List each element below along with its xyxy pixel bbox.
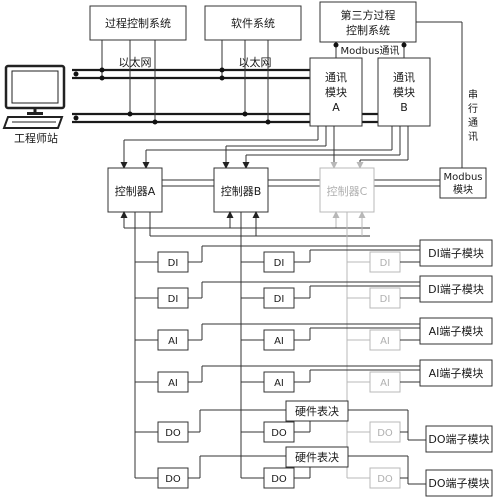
comm-module-a-label-3: A [332,101,340,114]
controller-c-box [319,167,375,213]
controller-a-io-label: DO [165,428,181,439]
io-row-1: DI DI DI DI端子模块 [135,239,493,273]
modbus-module-box [439,167,487,199]
comm-module-b-label-1: 通讯 [393,71,415,84]
serial-comm-char-1: 串 [468,89,478,101]
terminal-module-box [419,317,493,345]
hardware-voting-box [285,446,349,468]
comm-module-b-label-3: B [400,101,408,114]
comm-module-a-label-1: 通讯 [325,71,347,84]
comm-module-a-box [309,57,363,127]
io-row-6: DO DO DO 硬件表决 DO端子模块 [135,446,493,497]
controller-c-io-label: DO [377,428,393,439]
modbus-comm-label: Modbus通讯 [341,45,400,57]
controller-c-io-label: DI [380,258,391,269]
software-system-label: 软件系统 [231,16,275,30]
controller-a-io-label: AI [168,336,178,347]
modbus-module-label-2: 模块 [453,184,473,196]
controller-b-box [213,167,269,213]
controller-b-label: 控制器B [221,184,262,198]
io-bus-return-wires [120,211,370,237]
terminal-module-label: DO端子模块 [428,477,489,490]
ethernet-label-left: 以太网 [119,56,152,69]
controller-a-box [107,167,163,213]
controller-b-io-label: DI [274,294,285,305]
terminal-module-label: DI端子模块 [428,247,484,260]
controller-c-io-label: DO [377,474,393,485]
serial-comm-char-4: 讯 [468,131,478,143]
controller-c-io-label: AI [380,336,390,347]
controller-b-io-label: AI [274,336,284,347]
io-row-5: DO DO DO 硬件表决 DO端子模块 [135,400,493,453]
terminal-module-label: AI端子模块 [429,367,484,380]
controller-a-io-label: DO [165,474,181,485]
modbus-module-label-1: Modbus [444,172,483,183]
engineer-station-label: 工程师站 [14,131,58,145]
modbus-to-controller-wires [162,179,440,187]
hardware-voting-box [285,400,349,422]
io-row-4: AI AI AI AI端子模块 [135,359,493,393]
third-party-system-label-2: 控制系统 [346,23,390,37]
controller-b-io-label: DO [271,428,287,439]
comm-to-controller-wires [120,126,409,169]
comm-module-b-box [377,57,431,127]
hardware-voting-label: 硬件表决 [295,450,339,464]
third-party-system-label-1: 第三方过程 [341,8,396,22]
bus-junction-dots [73,67,271,125]
system-bus-drops [101,40,269,122]
terminal-module-box [425,425,493,453]
terminal-module-box [419,275,493,303]
terminal-module-box [419,359,493,387]
third-party-system-box [319,1,417,43]
controller-a-io-label: AI [168,378,178,389]
terminal-module-box [425,469,493,497]
serial-comm-char-3: 通 [468,117,478,129]
controller-c-label: 控制器C [327,184,368,198]
io-vertical-buses [134,212,348,478]
controller-a-io-label: DI [168,258,179,269]
controller-b-io-label: AI [274,378,284,389]
ethernet-bus-upper [72,68,310,80]
process-control-system-box [89,5,187,41]
software-system-box [204,5,302,41]
controller-c-io-label: AI [380,378,390,389]
terminal-module-box [419,239,493,267]
engineer-station-icon [2,64,66,129]
terminal-module-label: DI端子模块 [428,283,484,296]
comm-module-a-label-2: 模块 [325,86,347,99]
controller-b-io-label: DO [271,474,287,485]
io-row-3: AI AI AI AI端子模块 [135,317,493,351]
modbus-comm-links [333,42,407,58]
ethernet-label-right: 以太网 [239,56,272,69]
controller-a-label: 控制器A [115,184,156,198]
controller-a-io-label: DI [168,294,179,305]
terminal-module-label: DO端子模块 [428,433,489,446]
process-control-system-label: 过程控制系统 [105,16,171,30]
controller-c-io-label: DI [380,294,391,305]
io-row-2: DI DI DI DI端子模块 [135,275,493,309]
comm-module-b-label-2: 模块 [393,86,415,99]
controller-b-io-label: DI [274,258,285,269]
hardware-voting-label: 硬件表决 [295,404,339,418]
terminal-module-label: AI端子模块 [429,325,484,338]
serial-comm-char-2: 行 [468,102,478,115]
